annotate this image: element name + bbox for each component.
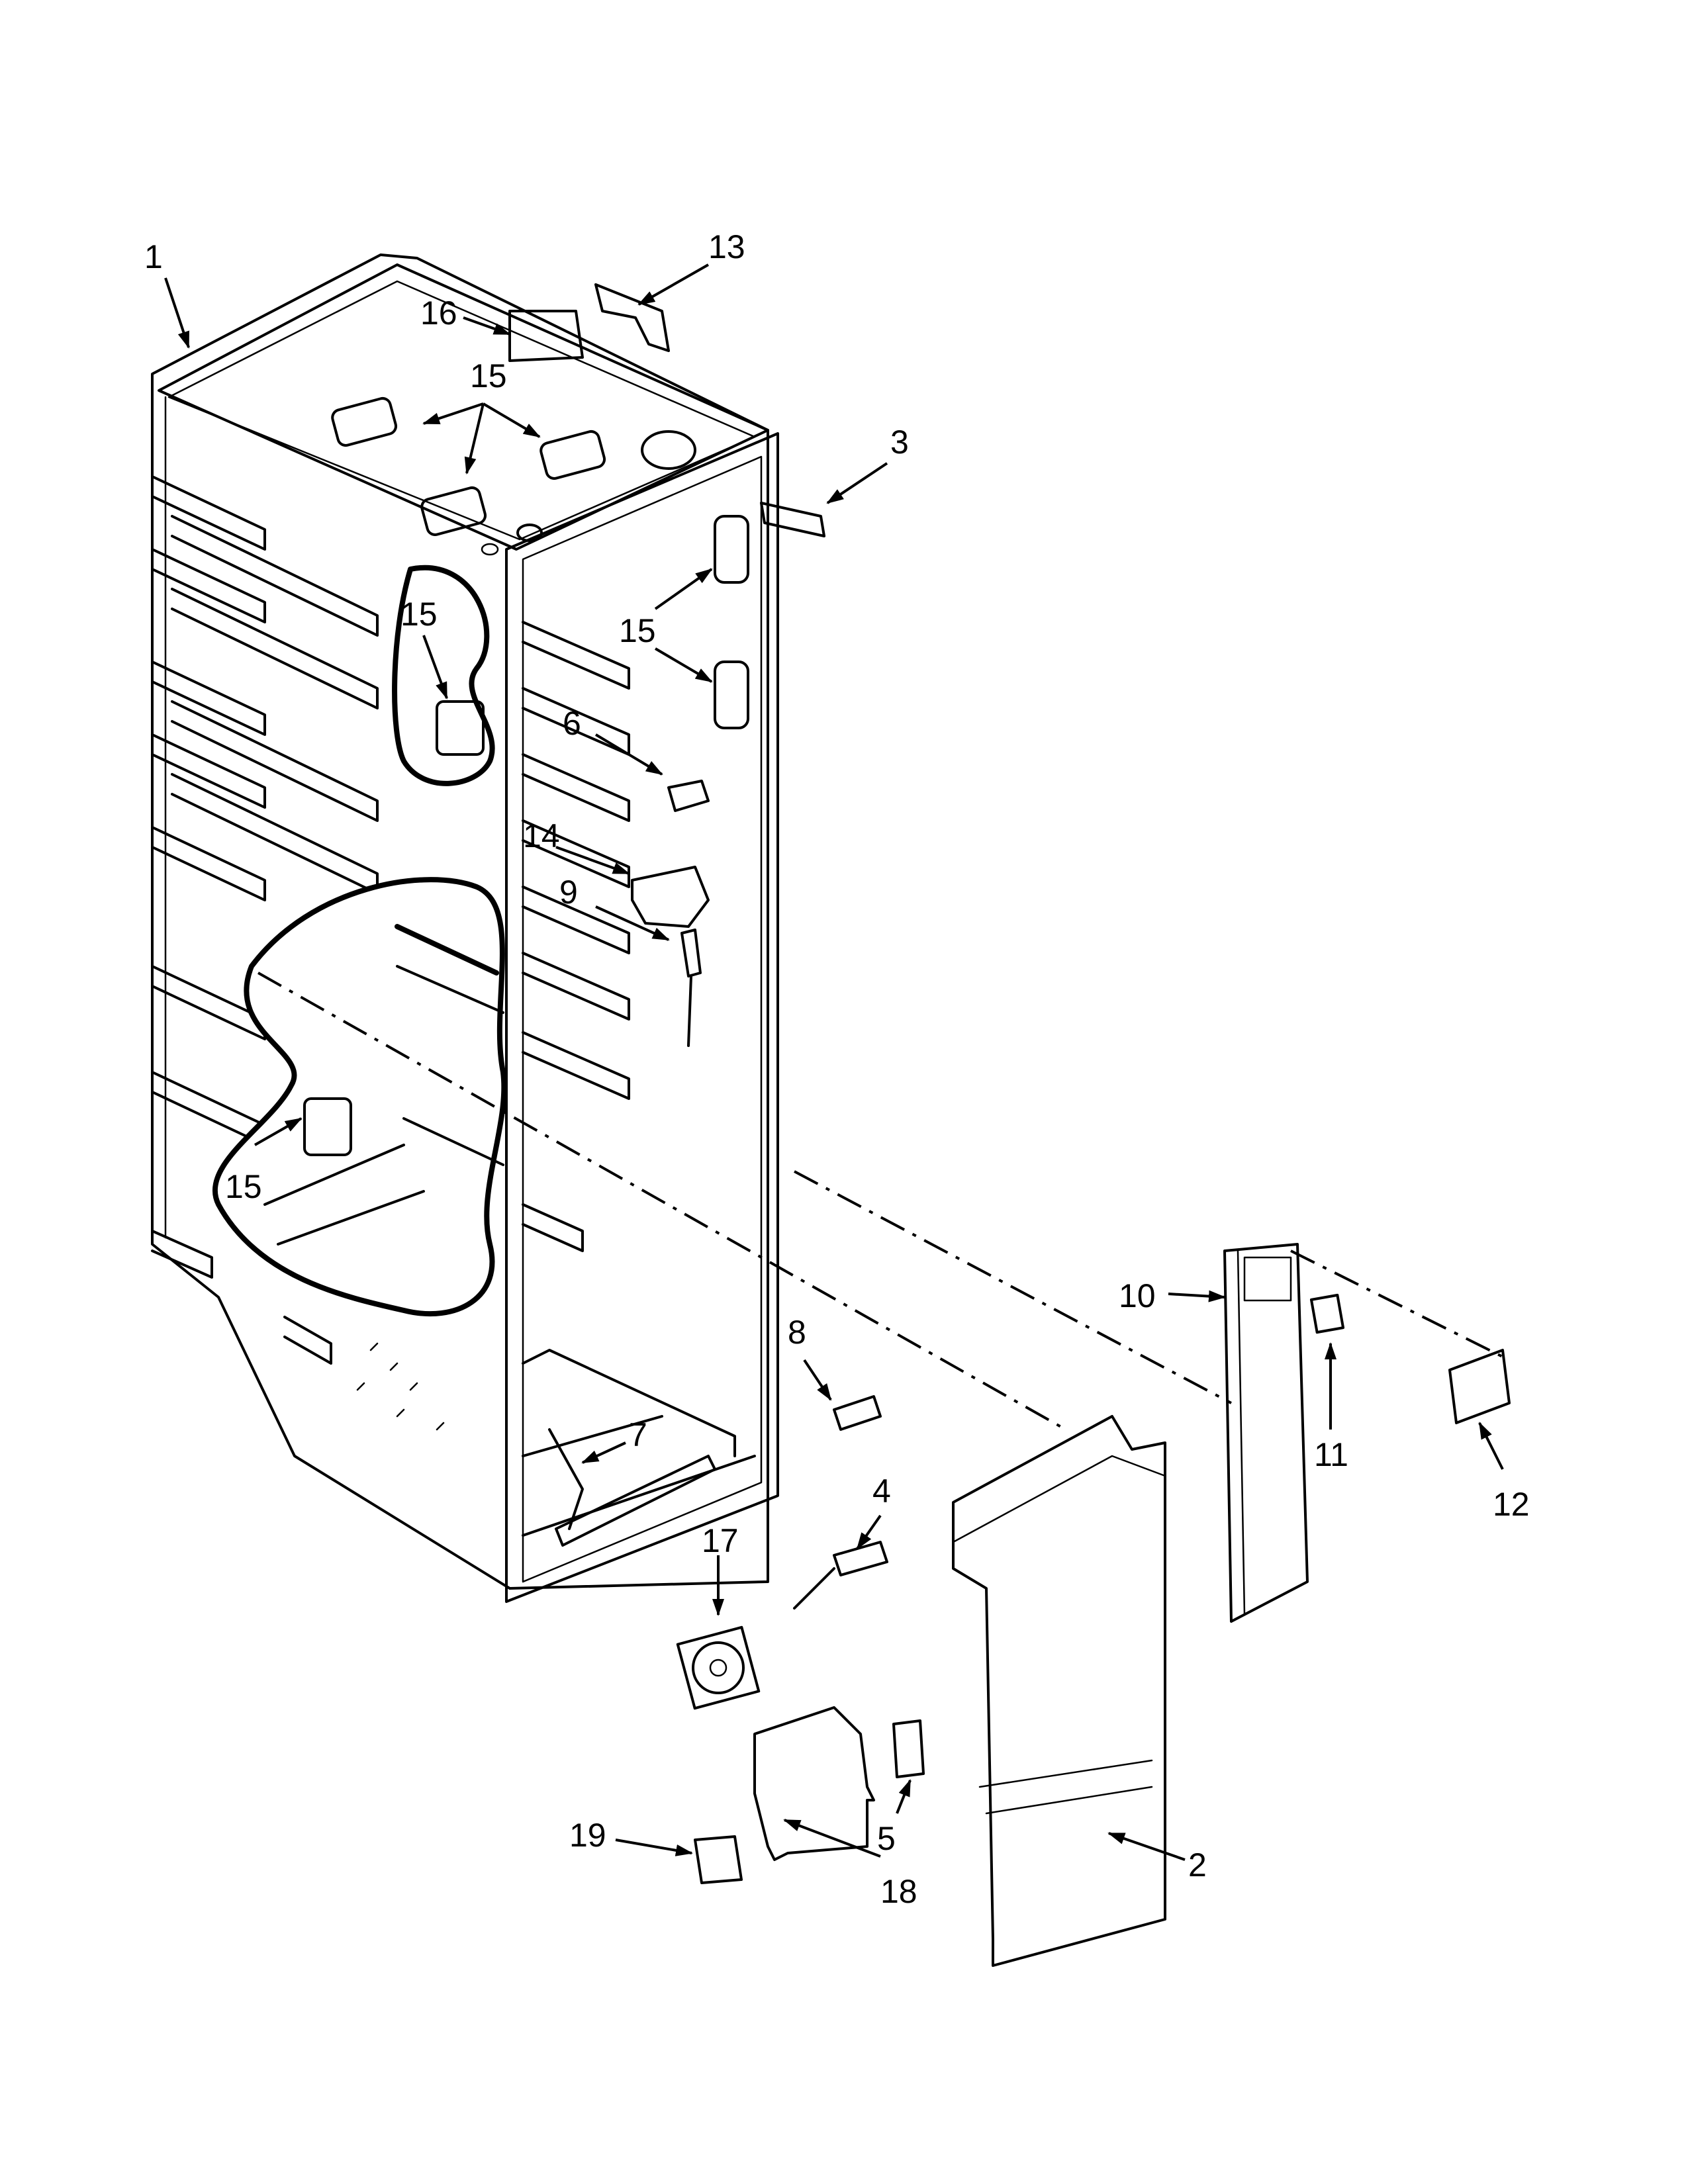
callout-3: 3 bbox=[890, 424, 909, 461]
part-6-clip bbox=[667, 780, 710, 812]
callout-14: 14 bbox=[523, 817, 560, 854]
callout-15-upper: 15 bbox=[400, 596, 438, 633]
part-14-housing bbox=[631, 866, 710, 928]
part-3-tube bbox=[760, 502, 825, 537]
callout-7: 7 bbox=[629, 1416, 647, 1453]
part-4-probe bbox=[793, 1541, 888, 1610]
callout-19: 19 bbox=[569, 1817, 606, 1854]
left-shelf-ribs bbox=[151, 475, 379, 1365]
callout-12: 12 bbox=[1493, 1486, 1530, 1523]
callout-16: 16 bbox=[420, 295, 457, 332]
part-11-button bbox=[1309, 1293, 1345, 1334]
callout-15-top: 15 bbox=[470, 357, 507, 394]
leader-arrows bbox=[164, 263, 1504, 1861]
callout-17: 17 bbox=[702, 1522, 739, 1559]
part-2-duct-cover bbox=[952, 1415, 1166, 1967]
callout-9: 9 bbox=[559, 874, 578, 911]
part-16-card bbox=[508, 310, 584, 362]
callout-2: 2 bbox=[1188, 1846, 1207, 1884]
callout-10: 10 bbox=[1119, 1277, 1156, 1314]
callout-13: 13 bbox=[708, 228, 745, 265]
part-8-fitting bbox=[833, 1395, 882, 1431]
part-12-cover bbox=[1448, 1349, 1511, 1424]
part-15-sensors bbox=[303, 396, 749, 1156]
callout-15-right: 15 bbox=[619, 612, 656, 649]
part-13-bracket bbox=[594, 283, 670, 352]
callout-1: 1 bbox=[144, 238, 163, 275]
right-shelf-ribs bbox=[522, 621, 630, 1252]
part-10-panel bbox=[1223, 1243, 1309, 1623]
part-17-fan bbox=[676, 1625, 761, 1710]
part-19-block bbox=[694, 1835, 743, 1884]
callout-4: 4 bbox=[872, 1473, 891, 1510]
part-9-thermistor bbox=[680, 929, 702, 1047]
callout-15-lower: 15 bbox=[225, 1168, 262, 1205]
callout-18: 18 bbox=[880, 1873, 917, 1910]
callout-6: 6 bbox=[563, 705, 581, 742]
callout-11: 11 bbox=[1314, 1436, 1348, 1473]
callout-5: 5 bbox=[877, 1820, 896, 1857]
callout-8: 8 bbox=[788, 1314, 806, 1351]
part-18-cover bbox=[753, 1706, 875, 1861]
part-5-switch bbox=[892, 1719, 925, 1778]
alignment-lines bbox=[258, 972, 1503, 1431]
part-7-heater bbox=[548, 1428, 716, 1547]
part-1-liner bbox=[151, 253, 779, 1603]
callout-labels: 1 2 3 4 5 6 7 8 9 10 11 12 13 14 15 15 1… bbox=[144, 228, 1530, 1910]
